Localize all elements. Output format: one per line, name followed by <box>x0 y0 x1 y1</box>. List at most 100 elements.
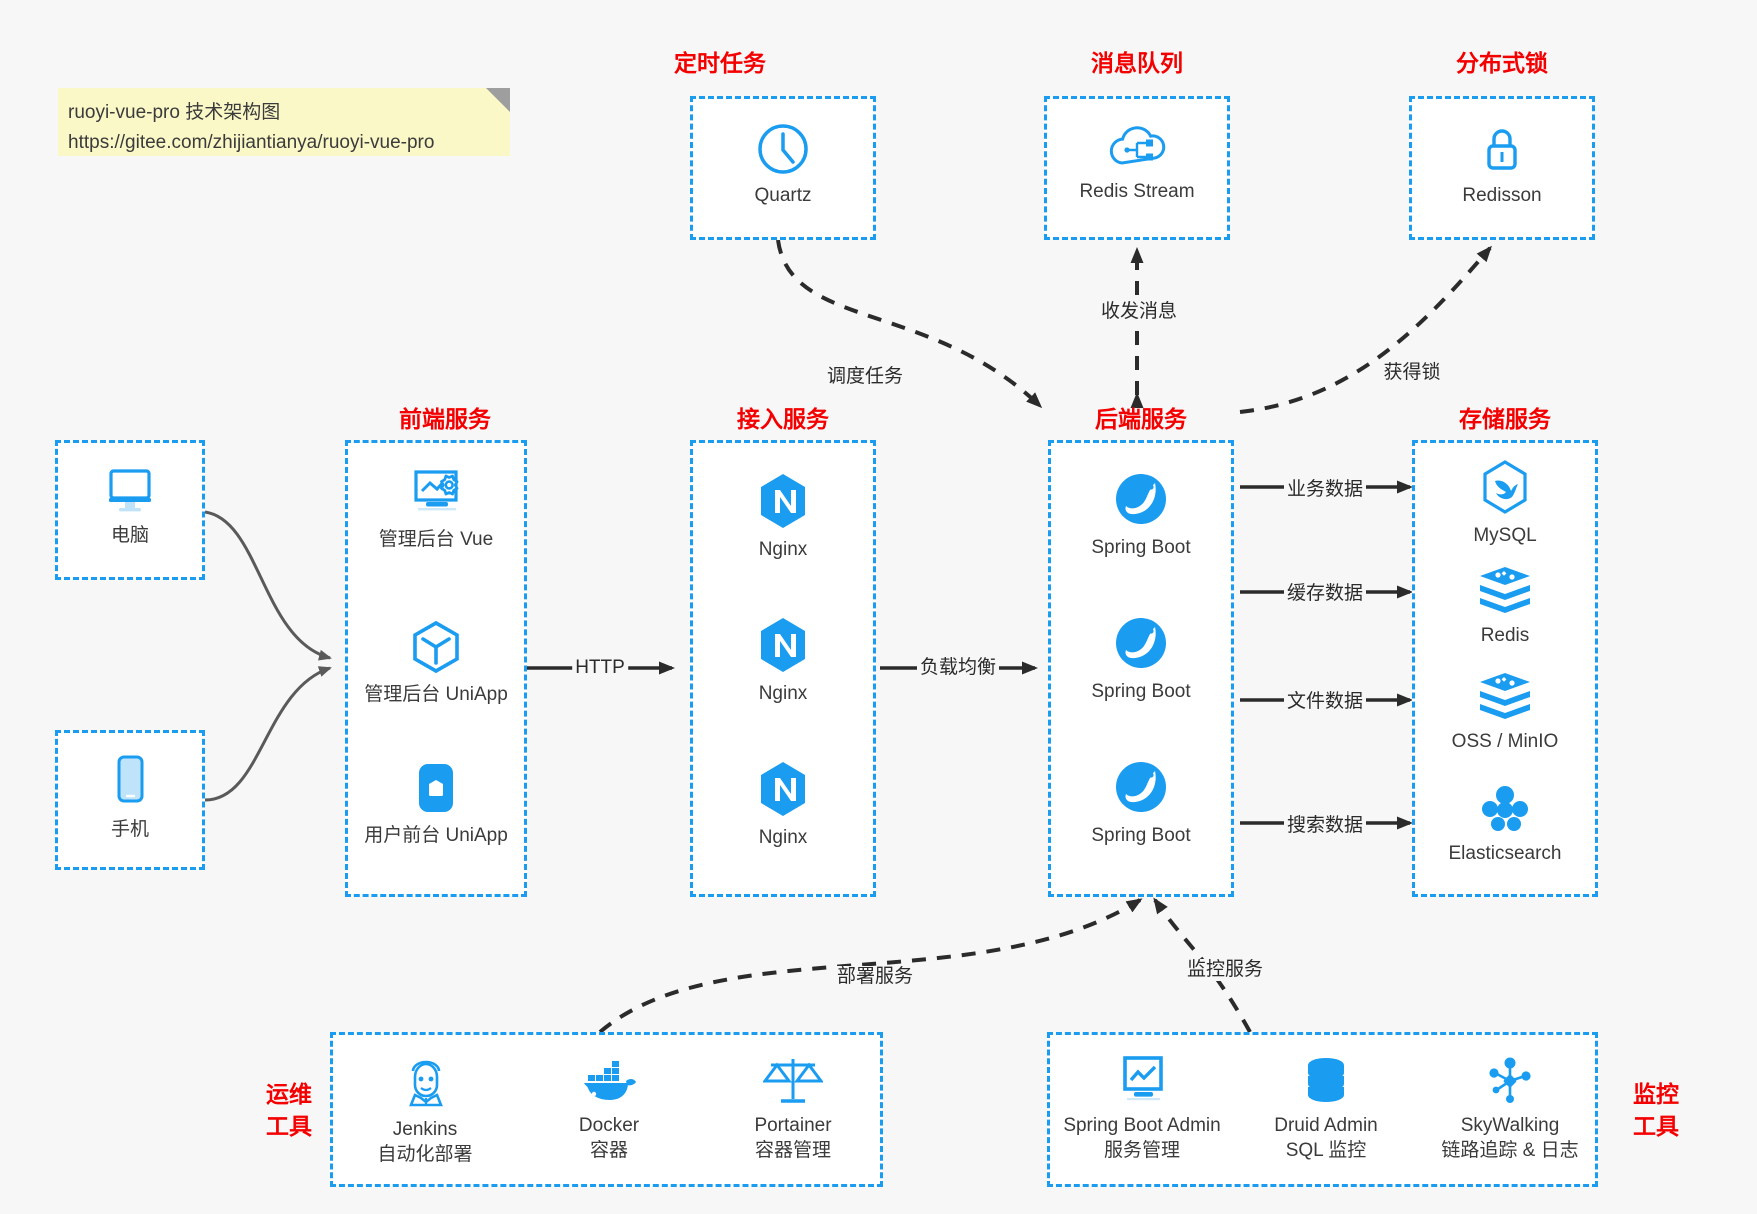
node-jenkins[interactable]: Jenkins 自动化部署 <box>333 1053 517 1167</box>
node-label: Spring Boot Admin <box>1063 1115 1221 1136</box>
app-phone-icon <box>348 759 524 817</box>
nginx-icon <box>693 471 873 531</box>
node-label: Jenkins <box>392 1119 458 1140</box>
node-sublabel: 容器管理 <box>754 1140 831 1161</box>
node-spring-boot-admin[interactable]: Spring Boot Admin 服务管理 <box>1050 1053 1234 1163</box>
mysql-dolphin-icon <box>1415 459 1595 517</box>
redis-stack-icon <box>1415 565 1595 617</box>
node-label: Docker <box>578 1115 640 1136</box>
group-box-ops: Jenkins 自动化部署 <box>330 1032 883 1187</box>
scales-icon <box>701 1051 885 1107</box>
node-spring-boot-1[interactable]: Spring Boot <box>1051 469 1231 560</box>
node-mysql[interactable]: MySQL <box>1415 459 1595 548</box>
clock-icon <box>693 121 873 177</box>
node-label: SkyWalking <box>1460 1115 1560 1136</box>
node-label: Nginx <box>758 683 808 704</box>
node-portainer[interactable]: Portainer 容器管理 <box>701 1051 885 1163</box>
spring-leaf-icon <box>1051 469 1231 529</box>
cube-icon <box>348 618 524 676</box>
group-title-ops-line-2: 工具 <box>266 1113 312 1139</box>
group-title-monitor-line-1: 监控 <box>1633 1081 1679 1107</box>
group-title-scheduler: 定时任务 <box>674 50 766 76</box>
edge-label-deploy-service: 部署服务 <box>833 966 917 988</box>
group-box-scheduler: Quartz <box>690 96 876 240</box>
edge-label-http: HTTP <box>572 657 628 679</box>
node-redis[interactable]: Redis <box>1415 565 1595 648</box>
node-druid-admin[interactable]: Druid Admin SQL 监控 <box>1234 1055 1418 1163</box>
spring-leaf-icon <box>1051 757 1231 817</box>
node-desktop[interactable]: 电脑 <box>58 465 202 548</box>
node-label: Spring Boot <box>1091 681 1191 702</box>
node-redis-stream[interactable]: Redis Stream <box>1047 123 1227 204</box>
group-box-lock: Redisson <box>1409 96 1595 240</box>
diagram-note: ruoyi-vue-pro 技术架构图 https://gitee.com/zh… <box>58 88 510 156</box>
node-label: OSS / MinIO <box>1451 731 1559 752</box>
node-skywalking[interactable]: SkyWalking 链路追踪 & 日志 <box>1418 1055 1602 1163</box>
node-label: Elasticsearch <box>1448 843 1562 864</box>
node-nginx-1[interactable]: Nginx <box>693 471 873 562</box>
nginx-icon <box>693 759 873 819</box>
node-label: Spring Boot <box>1091 537 1191 558</box>
node-label: 管理后台 UniApp <box>364 684 508 705</box>
note-line-2: https://gitee.com/zhijiantianya/ruoyi-vu… <box>68 132 435 153</box>
note-line-1: ruoyi-vue-pro 技术架构图 <box>68 102 281 123</box>
node-docker[interactable]: Docker 容器 <box>517 1057 701 1163</box>
node-redisson[interactable]: Redisson <box>1412 121 1592 208</box>
edge-label-schedule-task: 调度任务 <box>823 366 907 388</box>
group-box-monitor: Spring Boot Admin 服务管理 Druid Admin SQL 监… <box>1047 1032 1598 1187</box>
node-label: Quartz <box>754 185 812 206</box>
group-box-storage: MySQL Redis <box>1412 440 1598 897</box>
cloud-stream-icon <box>1047 123 1227 173</box>
database-icon <box>1234 1055 1418 1107</box>
node-sublabel: 自动化部署 <box>377 1144 473 1165</box>
mobile-icon <box>58 753 202 811</box>
node-label: Druid Admin <box>1274 1115 1378 1136</box>
node-user-uniapp[interactable]: 用户前台 UniApp <box>348 759 524 848</box>
node-spring-boot-3[interactable]: Spring Boot <box>1051 757 1231 848</box>
monitor-chart-icon <box>1050 1053 1234 1107</box>
skywalking-icon <box>1418 1055 1602 1107</box>
desktop-icon <box>58 465 202 517</box>
elasticsearch-icon <box>1415 781 1595 835</box>
object-storage-icon <box>1415 671 1595 723</box>
node-mobile[interactable]: 手机 <box>58 753 202 842</box>
node-label: 手机 <box>110 819 149 840</box>
group-title-ops: 运维 工具 <box>258 1078 320 1142</box>
edge-label-send-receive-msg: 收发消息 <box>1097 301 1181 323</box>
group-box-frontend: 管理后台 Vue 管理后台 UniApp 用户前台 UniApp <box>345 440 527 897</box>
node-label: 电脑 <box>110 525 149 546</box>
group-title-lock: 分布式锁 <box>1456 50 1548 76</box>
lock-icon <box>1412 121 1592 177</box>
group-title-frontend: 前端服务 <box>399 406 491 432</box>
node-label: 用户前台 UniApp <box>364 825 508 846</box>
edge-label-monitor-service: 监控服务 <box>1183 959 1267 981</box>
jenkins-icon <box>333 1053 517 1111</box>
node-quartz[interactable]: Quartz <box>693 121 873 208</box>
group-title-monitor-line-2: 工具 <box>1633 1113 1679 1139</box>
node-spring-boot-2[interactable]: Spring Boot <box>1051 613 1231 704</box>
node-sublabel: 容器 <box>589 1140 628 1161</box>
note-fold-icon <box>486 88 510 112</box>
node-oss-minio[interactable]: OSS / MinIO <box>1415 671 1595 754</box>
node-nginx-2[interactable]: Nginx <box>693 615 873 706</box>
node-sublabel: SQL 监控 <box>1285 1140 1367 1161</box>
group-title-ops-line-1: 运维 <box>266 1081 312 1107</box>
node-admin-uniapp[interactable]: 管理后台 UniApp <box>348 618 524 707</box>
node-elasticsearch[interactable]: Elasticsearch <box>1415 781 1595 866</box>
node-label: 管理后台 Vue <box>378 529 494 550</box>
node-admin-vue[interactable]: 管理后台 Vue <box>348 465 524 552</box>
group-title-storage: 存储服务 <box>1459 406 1551 432</box>
node-sublabel: 链路追踪 & 日志 <box>1441 1140 1579 1161</box>
node-sublabel: 服务管理 <box>1103 1140 1180 1161</box>
edge-label-cache-data: 缓存数据 <box>1283 583 1367 605</box>
edge-label-acquire-lock: 获得锁 <box>1380 362 1444 384</box>
group-box-client-desktop: 电脑 <box>55 440 205 580</box>
node-label: Portainer <box>754 1115 832 1136</box>
edge-label-search-data: 搜索数据 <box>1283 815 1367 837</box>
group-title-gateway: 接入服务 <box>737 406 829 432</box>
node-nginx-3[interactable]: Nginx <box>693 759 873 850</box>
group-box-backend: Spring Boot Spring Boot Spring Boot <box>1048 440 1234 897</box>
edge-label-file-data: 文件数据 <box>1283 691 1367 713</box>
group-box-gateway: Nginx Nginx Nginx <box>690 440 876 897</box>
